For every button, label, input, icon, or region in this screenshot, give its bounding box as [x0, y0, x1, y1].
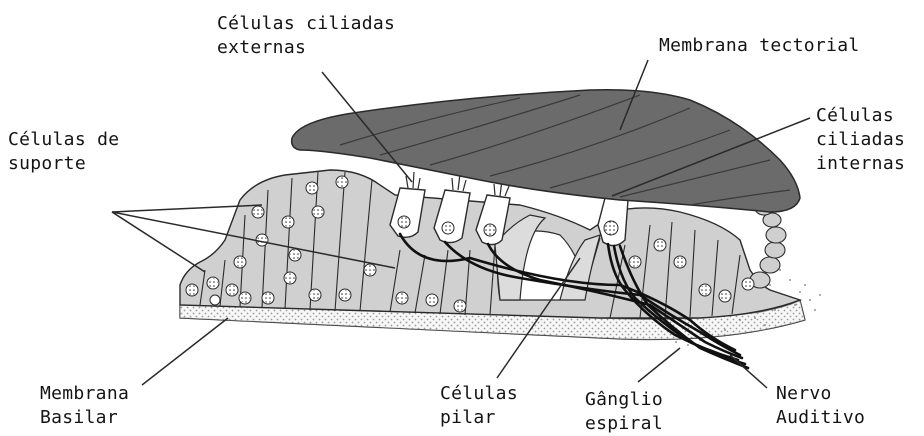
label-line: externas [217, 36, 395, 60]
label-line: suporte [8, 152, 119, 176]
label-line: Basilar [40, 406, 129, 430]
label-line: Células de [8, 128, 119, 152]
label-membrana-tectorial: Membrana tectorial [659, 34, 859, 58]
label-line: Células [440, 382, 518, 406]
label-line: internas [816, 152, 905, 176]
label-line: Nervo [776, 382, 865, 406]
label-line: Células ciliadas [217, 12, 395, 36]
label-nervo-auditivo: Nervo Auditivo [776, 382, 865, 430]
label-celulas-pilar: Células pilar [440, 382, 518, 430]
label-line: Membrana [40, 382, 129, 406]
label-line: Auditivo [776, 406, 865, 430]
label-line: Células [816, 104, 905, 128]
label-line: ciliadas [816, 128, 905, 152]
label-membrana-basilar: Membrana Basilar [40, 382, 129, 430]
label-celulas-de-suporte: Células de suporte [8, 128, 119, 176]
label-celulas-ciliadas-externas: Células ciliadas externas [217, 12, 395, 60]
label-line: Membrana tectorial [659, 34, 859, 58]
label-line: espiral [585, 412, 663, 436]
inner-hair-cell-nucleus [604, 221, 618, 235]
label-line: pilar [440, 406, 518, 430]
label-ganglio-espiral: Gânglio espiral [585, 388, 663, 436]
label-celulas-ciliadas-internas: Células ciliadas internas [816, 104, 905, 176]
label-line: Gânglio [585, 388, 663, 412]
